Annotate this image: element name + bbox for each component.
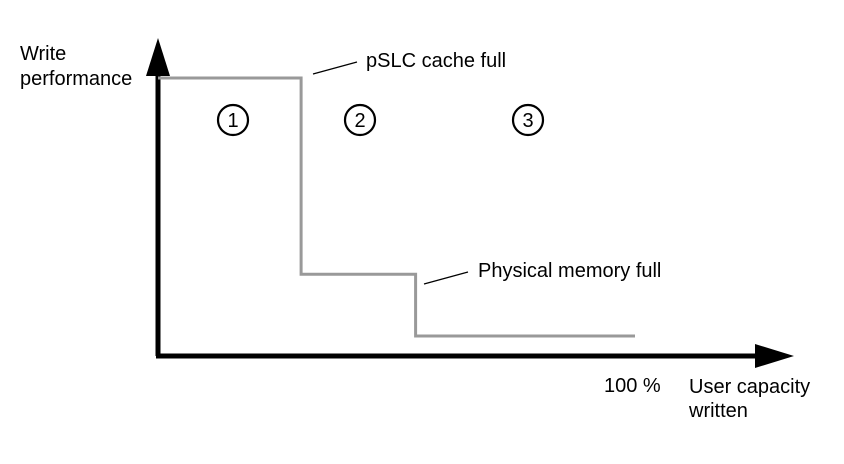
phase-marker-3-circle bbox=[511, 103, 545, 137]
phase-marker-1-label: 1 bbox=[227, 110, 238, 132]
phase-marker-3-label: 3 bbox=[522, 110, 533, 132]
physical-leader-line bbox=[423, 271, 469, 285]
y-axis-arrowhead bbox=[146, 38, 170, 76]
y-axis-label-line1: Write bbox=[20, 43, 66, 65]
phase-marker-2: 2 bbox=[343, 103, 377, 137]
performance-curve bbox=[158, 76, 635, 338]
phase-marker-2-circle bbox=[343, 103, 377, 137]
x-axis-label-line2: written bbox=[688, 400, 748, 422]
x-axis-arrowhead bbox=[755, 344, 794, 368]
phase-marker-1-circle bbox=[216, 103, 250, 137]
pslc-leader-line bbox=[312, 61, 358, 75]
y-axis-label-line2: performance bbox=[20, 68, 132, 90]
phase-marker-2-label: 2 bbox=[354, 110, 365, 132]
phase-marker-3: 3 bbox=[511, 103, 545, 137]
pslc-annotation: pSLC cache full bbox=[366, 50, 506, 72]
x-axis-label-line1: User capacity bbox=[689, 376, 810, 398]
phase-marker-1: 1 bbox=[216, 103, 250, 137]
x-end-tick-label: 100 % bbox=[604, 375, 661, 397]
physical-annotation: Physical memory full bbox=[478, 260, 661, 282]
